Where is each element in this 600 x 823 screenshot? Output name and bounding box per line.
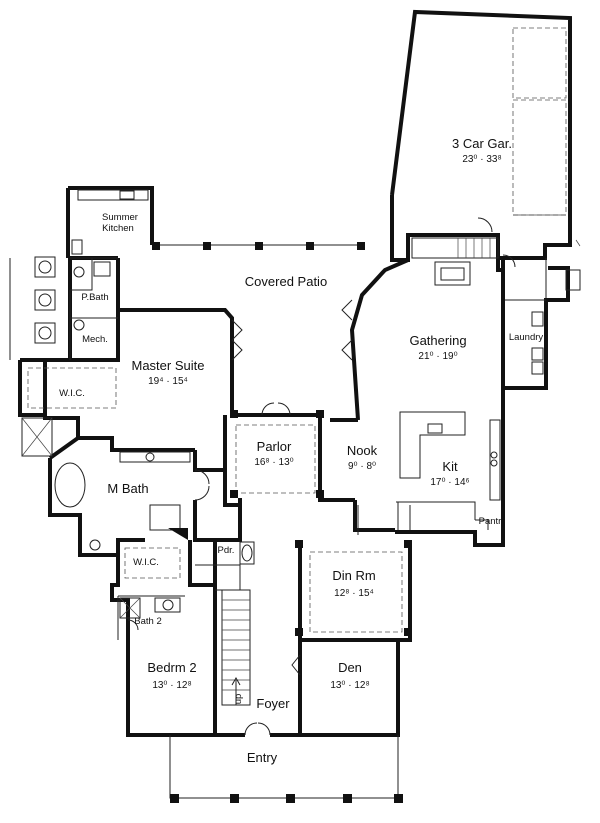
wic-upper-name: W.I.C. — [59, 388, 85, 399]
covered-patio-name: Covered Patio — [245, 274, 327, 289]
entry-name: Entry — [247, 750, 278, 765]
bedrm2-name: Bedrm 2 — [147, 660, 196, 675]
den-dims: 13⁰ · 12⁸ — [330, 680, 369, 691]
bedrm2-dims: 13⁰ · 12⁸ — [152, 680, 191, 691]
pantry-name: Pantr — [479, 516, 502, 527]
din-rm-dims: 12⁸ · 15⁴ — [334, 588, 374, 599]
bath2-name: Bath 2 — [134, 616, 161, 627]
summer-kitchen-name-1: Summer — [102, 212, 138, 223]
rear-stair — [411, 217, 499, 286]
parlor-dims: 16⁸ · 13⁰ — [254, 457, 293, 468]
p-bath-name: P.Bath — [81, 292, 108, 303]
gathering-name: Gathering — [409, 333, 466, 348]
den-name: Den — [338, 660, 362, 675]
nook-name: Nook — [347, 443, 378, 458]
laundry-name: Laundry — [509, 332, 544, 343]
covered-patio-outline — [152, 242, 365, 250]
mech-name: Mech. — [82, 334, 108, 345]
front-stair — [221, 589, 251, 706]
door-swings — [127, 254, 516, 676]
summer-kitchen-name-2: Kitchen — [102, 223, 134, 234]
pdr-name: Pdr. — [218, 545, 235, 556]
parlor-name: Parlor — [257, 439, 292, 454]
master-suite-dims: 19⁴ · 15⁴ — [148, 376, 188, 387]
garage-name: 3 Car Gar. — [452, 136, 512, 151]
din-rm-name: Din Rm — [332, 568, 375, 583]
room-labels: 3 Car Gar. 23⁰ · 33⁸ Summer Kitchen Cove… — [59, 136, 543, 765]
side-porch — [548, 266, 581, 302]
stair-up-label: up — [233, 694, 244, 705]
dining-detail — [295, 540, 412, 636]
wic-lower-name: W.I.C. — [133, 557, 159, 568]
garage-dims: 23⁰ · 33⁸ — [462, 154, 501, 165]
gathering-dims: 21⁰ · 19⁰ — [418, 351, 457, 362]
master-suite-name: Master Suite — [132, 358, 205, 373]
m-bath-name: M Bath — [107, 481, 148, 496]
summer-kitchen-area — [9, 186, 154, 360]
laundry-walls — [501, 258, 548, 390]
kit-name: Kit — [442, 459, 458, 474]
foyer-name: Foyer — [256, 696, 290, 711]
parlor-detail — [230, 402, 324, 498]
bath2-fixtures — [117, 595, 185, 640]
kitchen-fixtures — [396, 411, 501, 530]
nook-dims: 9⁰ · 8⁰ — [348, 461, 376, 472]
master-bath-fixtures — [21, 367, 191, 579]
kit-dims: 17⁰ · 14⁶ — [430, 477, 469, 488]
entry-porch — [169, 722, 403, 803]
